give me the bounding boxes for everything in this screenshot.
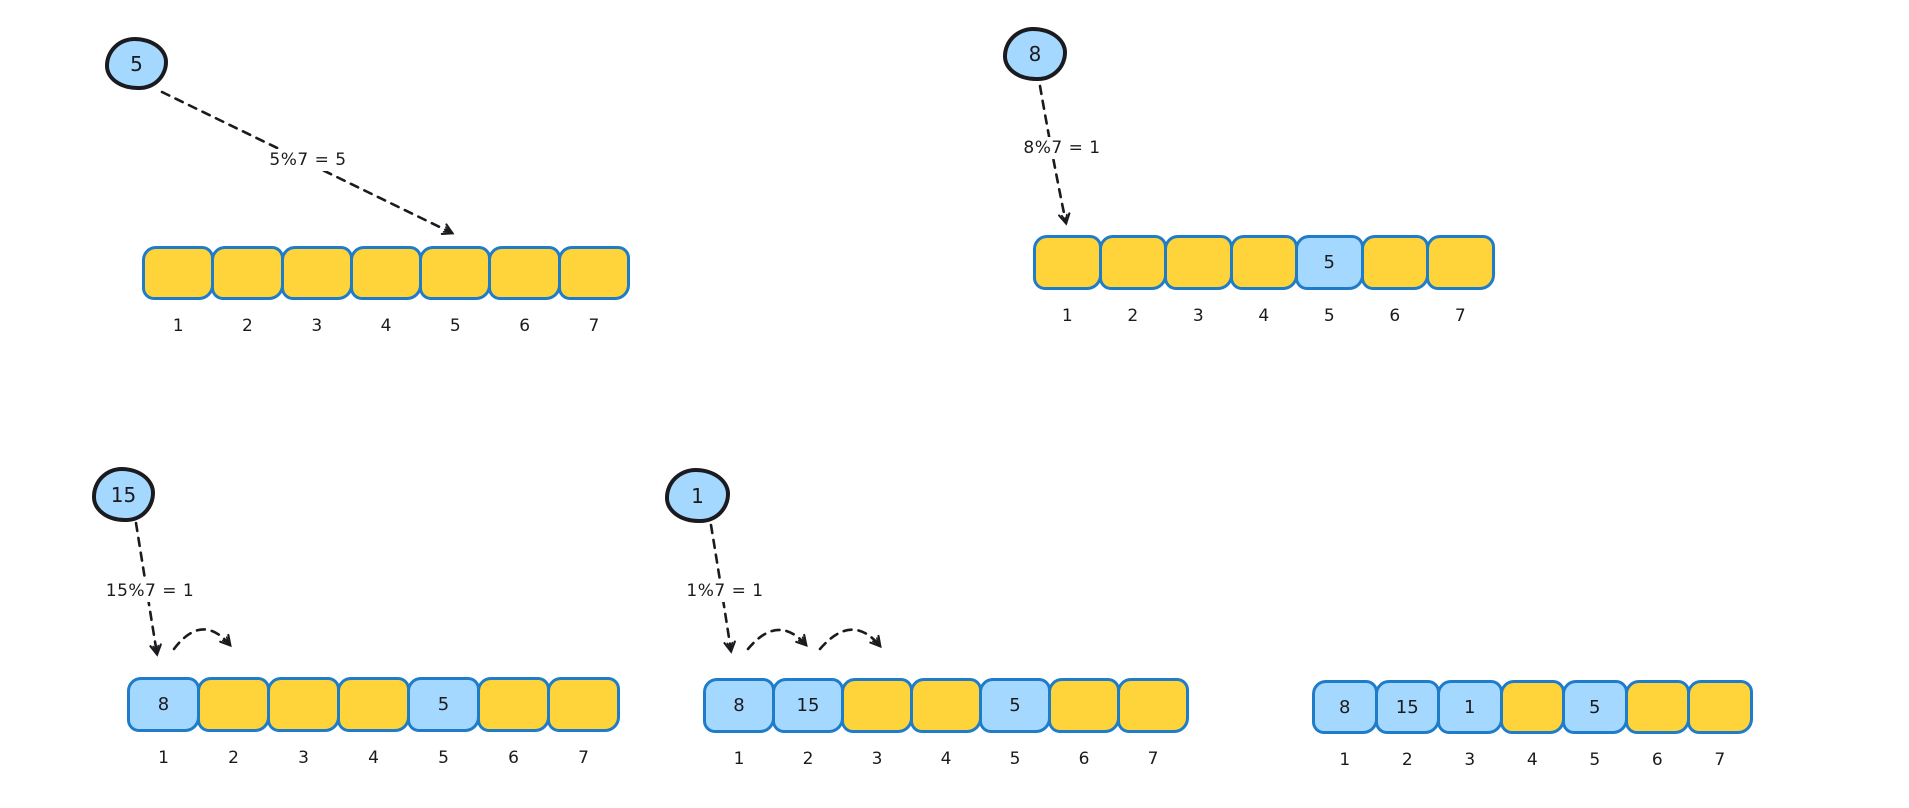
array-cells: 8 5 bbox=[127, 677, 620, 732]
hash-array: 8 15 1 5 1 2 3 4 5 6 7 bbox=[1312, 680, 1753, 770]
array-cell: 8 bbox=[1312, 680, 1378, 734]
index-label: 5 bbox=[1589, 750, 1601, 770]
array-cell: 5 bbox=[407, 677, 480, 732]
array-cell bbox=[337, 677, 410, 732]
value-bubble: 15 bbox=[92, 467, 155, 522]
index-label: 7 bbox=[1454, 306, 1466, 326]
index-label: 3 bbox=[298, 748, 309, 768]
index-label: 5 bbox=[1009, 749, 1021, 769]
array-cell bbox=[1229, 235, 1298, 290]
array-cell bbox=[197, 677, 270, 732]
array-cell: 5 bbox=[979, 678, 1051, 733]
index-label: 6 bbox=[1651, 750, 1663, 770]
value-bubble: 5 bbox=[105, 37, 168, 90]
array-cell: 8 bbox=[127, 677, 200, 732]
array-cell bbox=[1098, 235, 1167, 290]
array-cell bbox=[1687, 680, 1753, 734]
array-cell: 15 bbox=[1374, 680, 1440, 734]
array-indexes: 1 2 3 4 5 6 7 bbox=[127, 748, 617, 768]
array-cell bbox=[280, 246, 353, 300]
hash-array: 1 2 3 4 5 6 7 bbox=[142, 246, 631, 336]
array-cells: 5 bbox=[1033, 235, 1495, 290]
index-label: 5 bbox=[449, 316, 461, 336]
index-label: 6 bbox=[519, 316, 531, 336]
array-indexes: 1 2 3 4 5 6 7 bbox=[142, 316, 627, 336]
index-label: 3 bbox=[871, 749, 883, 769]
index-label: 2 bbox=[1127, 306, 1139, 326]
array-cell bbox=[142, 246, 215, 300]
index-label: 4 bbox=[1258, 306, 1270, 326]
array-cell: 8 bbox=[703, 678, 775, 733]
array-cell bbox=[1499, 680, 1565, 734]
index-label: 7 bbox=[588, 316, 600, 336]
array-indexes: 1 2 3 4 5 6 7 bbox=[1033, 306, 1492, 326]
array-indexes: 1 2 3 4 5 6 7 bbox=[1312, 750, 1750, 770]
value-bubble: 8 bbox=[1003, 27, 1067, 81]
index-label: 4 bbox=[1526, 750, 1538, 770]
index-label: 3 bbox=[311, 316, 323, 336]
array-cell: 5 bbox=[1295, 235, 1364, 290]
hash-array: 5 1 2 3 4 5 6 7 bbox=[1033, 235, 1495, 326]
array-cells: 8 15 1 5 bbox=[1312, 680, 1753, 734]
array-cell bbox=[1048, 678, 1120, 733]
mod-formula-label: 15%7 = 1 bbox=[100, 580, 200, 602]
array-cells: 8 15 5 bbox=[703, 678, 1189, 733]
probe-arc-1-to-slot3 bbox=[818, 628, 882, 651]
index-label: 1 bbox=[172, 316, 184, 336]
index-label: 2 bbox=[228, 748, 239, 768]
index-label: 5 bbox=[438, 748, 449, 768]
index-label: 1 bbox=[158, 748, 169, 768]
index-label: 6 bbox=[1389, 306, 1401, 326]
array-cell bbox=[1164, 235, 1233, 290]
mod-formula-label: 5%7 = 5 bbox=[264, 149, 352, 171]
value-bubble: 1 bbox=[665, 468, 730, 523]
array-cell bbox=[841, 678, 913, 733]
index-label: 7 bbox=[578, 748, 589, 768]
index-label: 2 bbox=[242, 316, 253, 336]
probe-arc-15-to-slot2 bbox=[172, 628, 232, 651]
array-cell: 1 bbox=[1437, 680, 1503, 734]
array-cell bbox=[1624, 680, 1690, 734]
hash-array: 8 5 1 2 3 4 5 6 7 bbox=[127, 677, 620, 768]
array-cell bbox=[1033, 235, 1102, 290]
mod-formula-label: 8%7 = 1 bbox=[1018, 137, 1106, 159]
index-label: 2 bbox=[1401, 750, 1413, 770]
array-cell bbox=[349, 246, 423, 300]
array-cell bbox=[419, 246, 492, 300]
array-cell bbox=[488, 246, 561, 300]
array-cell: 5 bbox=[1562, 680, 1628, 734]
index-label: 1 bbox=[733, 749, 745, 769]
index-label: 6 bbox=[1078, 749, 1090, 769]
array-cell bbox=[1360, 235, 1429, 290]
array-cell bbox=[1426, 235, 1495, 290]
index-label: 4 bbox=[940, 749, 952, 769]
index-label: 7 bbox=[1714, 750, 1726, 770]
index-label: 3 bbox=[1192, 306, 1204, 326]
index-label: 4 bbox=[368, 748, 379, 768]
array-cells bbox=[142, 246, 631, 300]
index-label: 5 bbox=[1323, 306, 1335, 326]
array-cell bbox=[547, 677, 620, 732]
array-cell bbox=[477, 677, 550, 732]
index-label: 6 bbox=[508, 748, 519, 768]
index-label: 3 bbox=[1464, 750, 1476, 770]
index-label: 7 bbox=[1147, 749, 1159, 769]
index-label: 1 bbox=[1061, 306, 1073, 326]
hash-array: 8 15 5 1 2 3 4 5 6 7 bbox=[703, 678, 1189, 769]
array-indexes: 1 2 3 4 5 6 7 bbox=[703, 749, 1186, 769]
array-cell bbox=[211, 246, 284, 300]
probe-arc-1-to-slot2 bbox=[746, 628, 808, 651]
array-cell bbox=[267, 677, 340, 732]
index-label: 1 bbox=[1339, 750, 1351, 770]
index-label: 4 bbox=[380, 316, 392, 336]
index-label: 2 bbox=[802, 749, 814, 769]
array-cell bbox=[1117, 678, 1189, 733]
array-cell bbox=[557, 246, 631, 300]
mod-formula-label: 1%7 = 1 bbox=[681, 580, 769, 602]
array-cell: 15 bbox=[772, 678, 844, 733]
array-cell bbox=[910, 678, 982, 733]
